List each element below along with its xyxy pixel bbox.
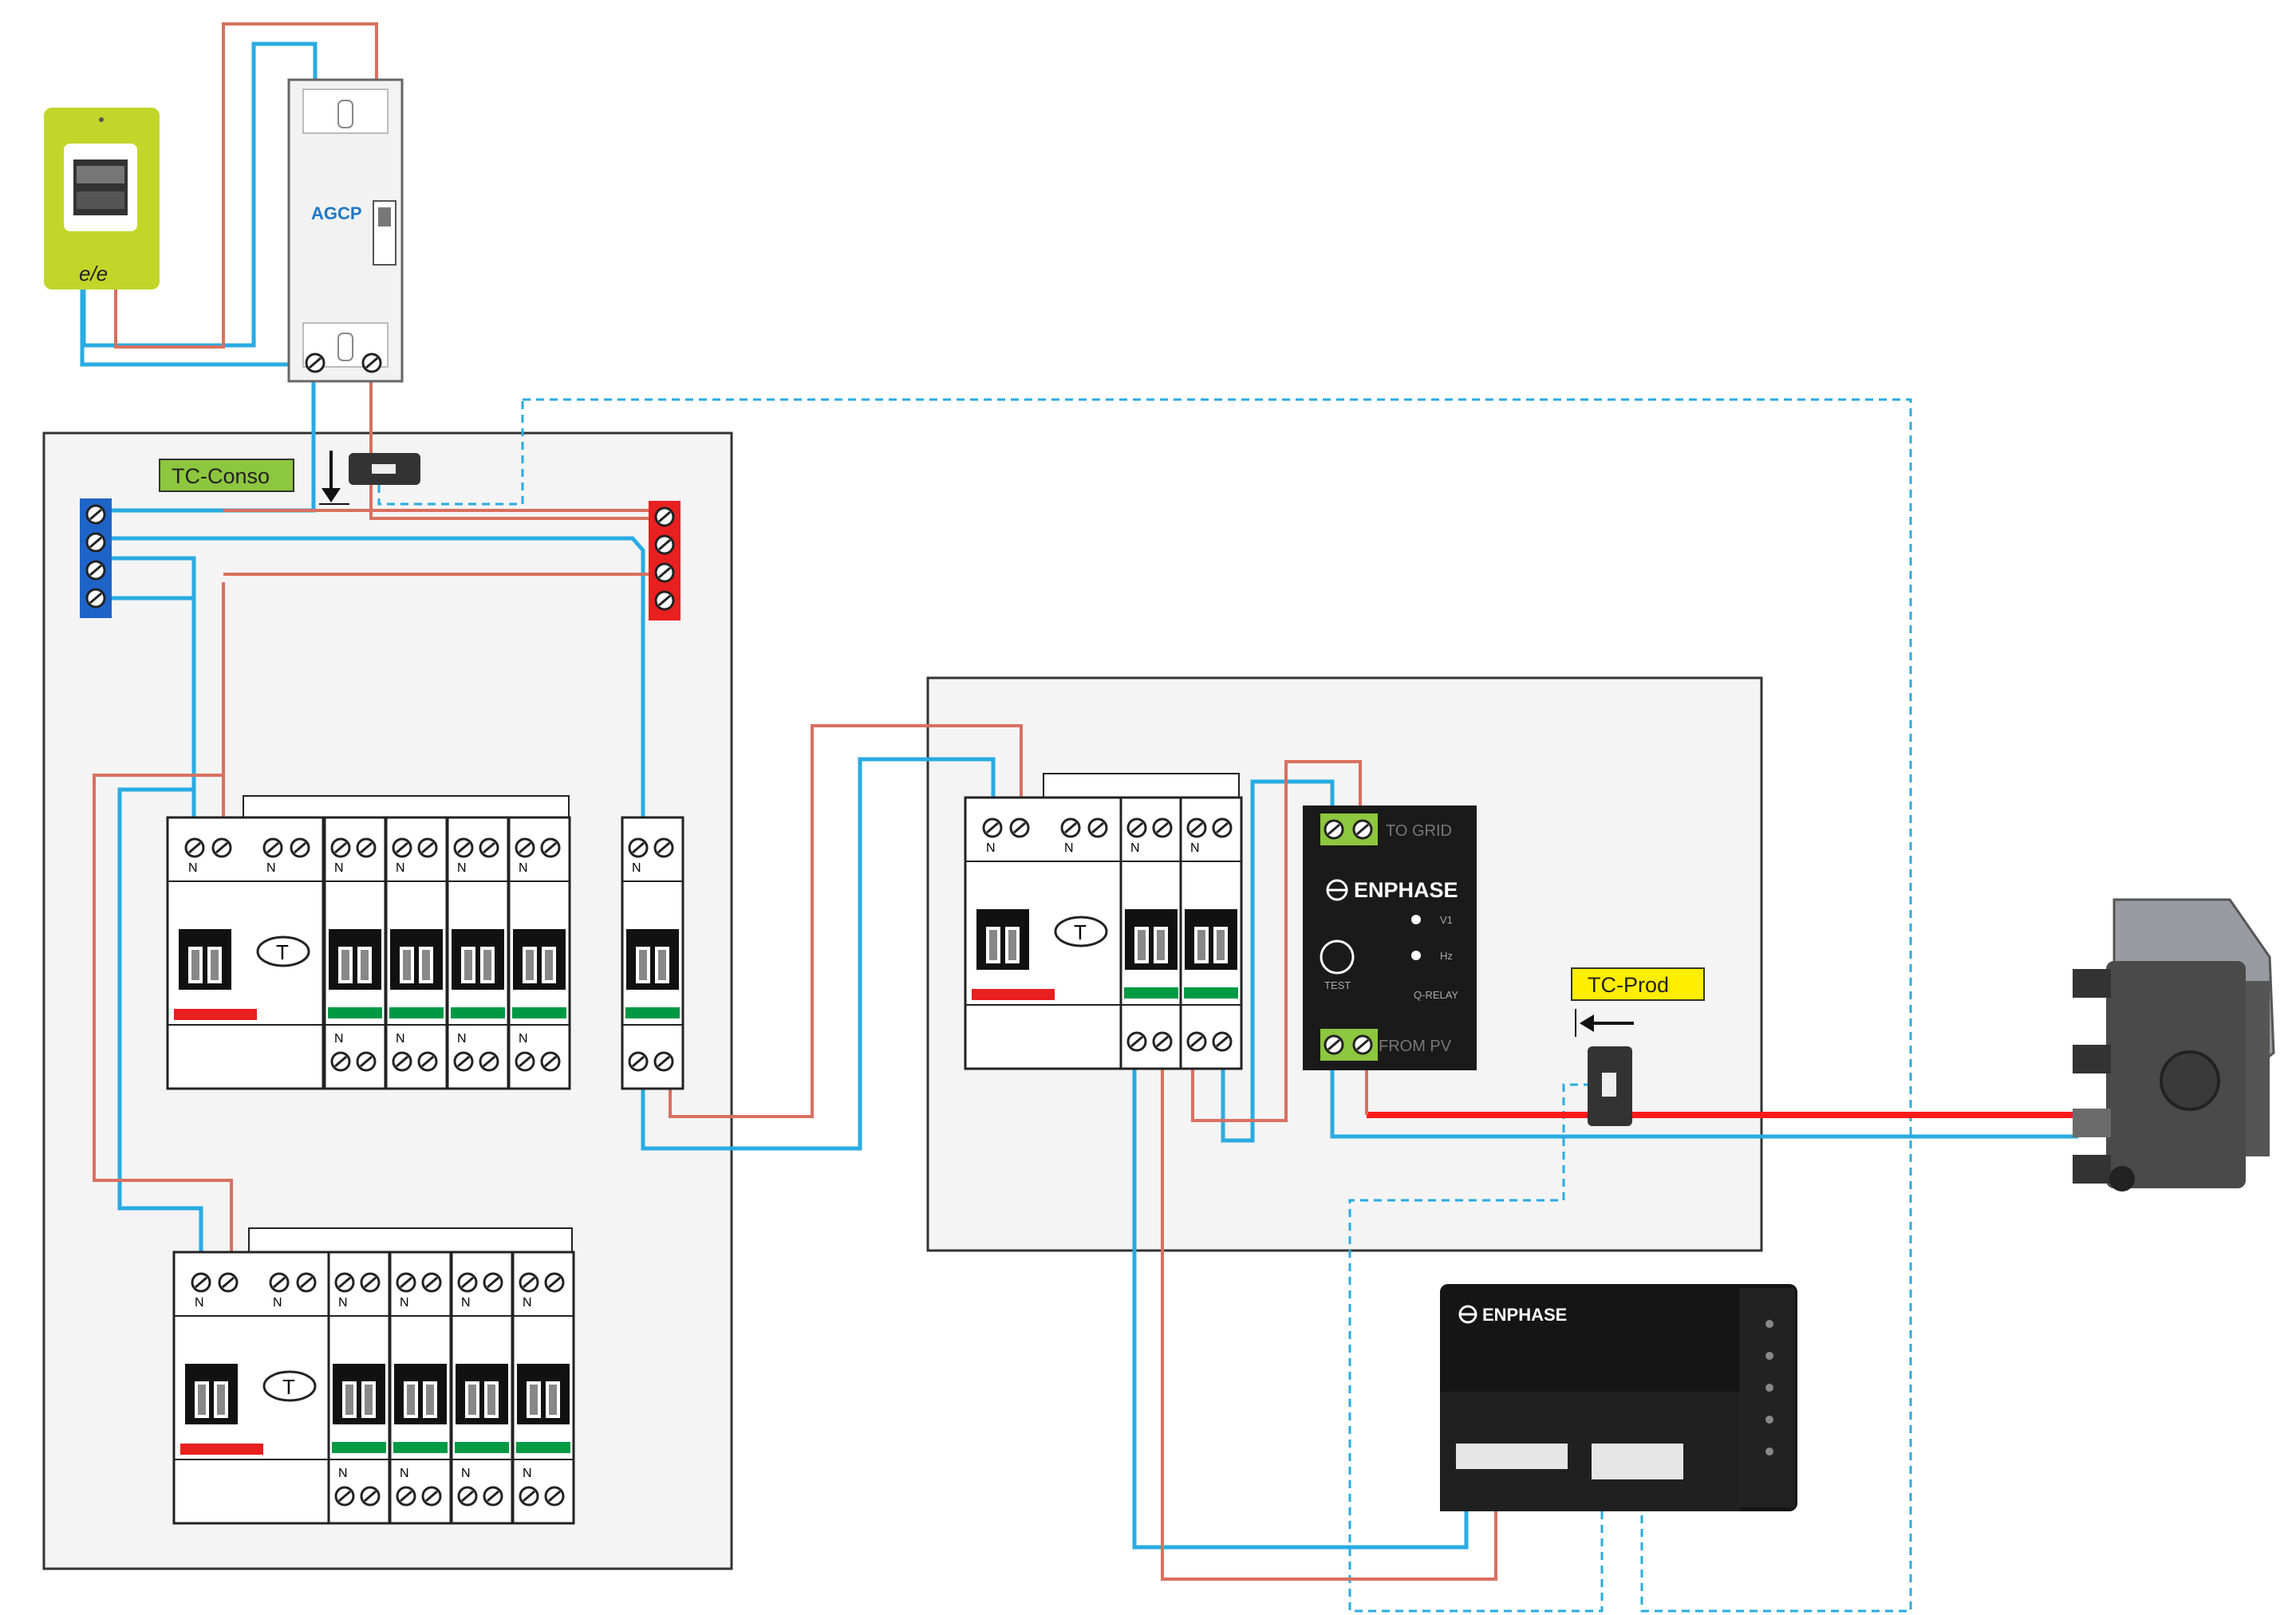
- mcb-row2-2: [390, 1252, 451, 1523]
- phase-wires: [93, 22, 1497, 1581]
- tc-prod-badge: [1571, 967, 1705, 1001]
- mcb-row1-1: [325, 817, 385, 1089]
- ct-prod-clamp: [1588, 1046, 1632, 1126]
- agcp-breaker: [287, 78, 404, 383]
- sub-rail-cover: [1043, 773, 1240, 798]
- mcb-row1-4: [509, 817, 570, 1089]
- qrelay-hz: Hz: [1440, 950, 1453, 962]
- tc-conso-badge: [159, 459, 294, 492]
- microinverter-icon: [2073, 898, 2275, 1192]
- mcb-sub-2: [1181, 798, 1241, 1069]
- row2-rail-cover: [248, 1227, 573, 1253]
- envoy-brand: ENPHASE: [1482, 1305, 1567, 1325]
- arrow-down-icon: [319, 451, 349, 505]
- qrelay-from-pv: FROM PV: [1379, 1038, 1452, 1055]
- mcb-row2-4: [513, 1252, 574, 1523]
- mcb-sub-1: [1121, 798, 1182, 1069]
- meter-logo: e/e: [79, 262, 108, 286]
- mcb-row2-3: [452, 1252, 512, 1523]
- rcd-row1: [168, 817, 323, 1089]
- enphase-q-relay-icon: [1303, 806, 1477, 1070]
- rcd-row2: [174, 1252, 329, 1523]
- qrelay-v1: V1: [1440, 914, 1453, 926]
- pv-feed-breaker: [622, 817, 683, 1089]
- tc-conso-label: TC-Conso: [172, 464, 270, 488]
- agcp-label: AGCP: [311, 203, 362, 223]
- row1-rail-cover: [243, 795, 570, 821]
- qrelay-to-grid: TO GRID: [1386, 822, 1452, 840]
- arrow-left-icon: [1575, 1009, 1634, 1037]
- neutral-busbar: [80, 498, 112, 618]
- qrelay-brand: ENPHASE: [1354, 878, 1458, 902]
- mcb-row1-2: [386, 817, 447, 1089]
- mcb-row2-1: [329, 1252, 389, 1523]
- phase-busbar: [649, 501, 681, 620]
- mcb-row1-3: [448, 817, 508, 1089]
- enphase-envoy-gateway-icon: [1440, 1284, 1797, 1511]
- tc-prod-label: TC-Prod: [1588, 973, 1669, 997]
- ct-communication-wires: [377, 398, 1912, 1613]
- qrelay-test: TEST: [1324, 979, 1351, 991]
- linky-meter-icon: [44, 108, 160, 290]
- ct-conso-clamp: [349, 453, 420, 485]
- rcd-sub: [965, 798, 1121, 1069]
- qrelay-model: Q-RELAY: [1414, 989, 1458, 1001]
